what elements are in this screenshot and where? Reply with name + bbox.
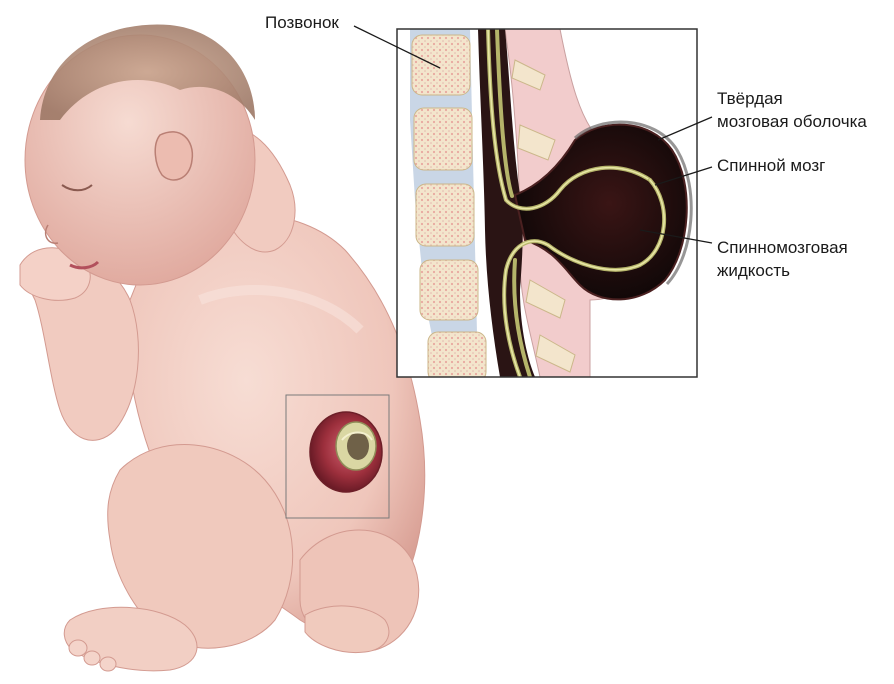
label-dura-line1: Твёрдая <box>717 88 783 109</box>
label-csf-line2: жидкость <box>717 260 790 281</box>
baby-ear <box>155 132 192 180</box>
label-spinal-cord: Спинной мозг <box>717 155 825 176</box>
myelomeningocele-lesion <box>310 412 382 492</box>
baby-figure <box>20 24 425 671</box>
cross-section-inset <box>397 29 697 382</box>
label-csf-line1: Спинномозговая <box>717 237 848 258</box>
label-dura-line2: мозговая оболочка <box>717 111 867 132</box>
label-vertebra: Позвонок <box>265 12 339 33</box>
